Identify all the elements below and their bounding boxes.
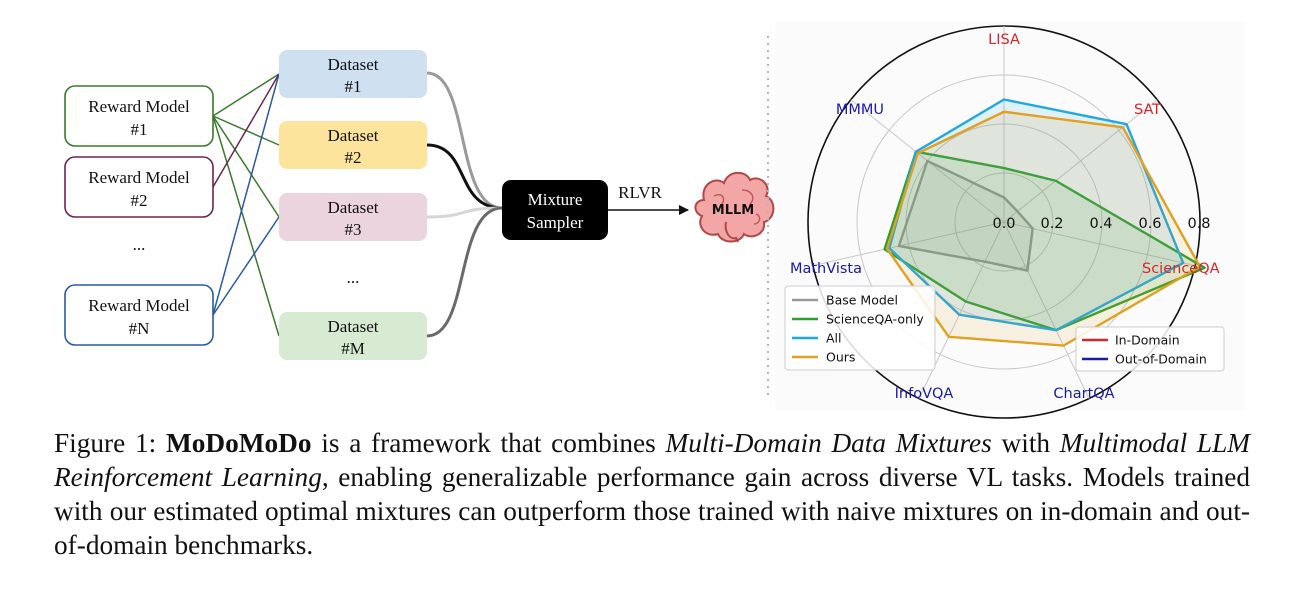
- series-all: [888, 98, 1185, 332]
- connection-line: [212, 73, 280, 188]
- domain-legend-label: Out-of-Domain: [1115, 352, 1207, 367]
- axis-label-sat: SAT: [1134, 102, 1161, 118]
- radial-tick-label: 0.2: [1040, 216, 1063, 232]
- reward-model-n-number: #N: [129, 319, 150, 338]
- reward-model-ellipsis: ...: [133, 235, 146, 254]
- reward-model-2-box: [64, 156, 214, 218]
- series-legend-box: [784, 285, 936, 371]
- dataset-1-number: #1: [345, 77, 362, 96]
- caption-italic-2: Multimodal LLM Reinforcement Learning: [54, 428, 1251, 492]
- dataset-3-label: Dataset: [328, 198, 379, 217]
- figure-caption: Figure 1: MoDoMoDo is a framework that c…: [54, 426, 1250, 562]
- connection-line: [212, 73, 280, 316]
- axis-label-lisa: LISA: [988, 32, 1020, 48]
- dataset-1: Dataset #1: [279, 50, 427, 98]
- reward-dataset-connections: [212, 73, 280, 337]
- radar-chart: 0.0 0.2 0.4 0.6 0.8 LISA SAT ScienceQA ChartQA In…: [784, 25, 1225, 419]
- domain-legend-box: [1075, 326, 1225, 372]
- reward-model-n-box: [64, 284, 214, 346]
- axis-label-mathvista: MathVista: [790, 261, 862, 277]
- legend-label: Ours: [826, 350, 855, 365]
- curve-dataset-m: [426, 206, 503, 338]
- caption-text-3: , enabling generalizable performance gai…: [54, 462, 1250, 560]
- legend-label: All: [826, 331, 842, 346]
- dataset-ellipsis: ...: [347, 268, 360, 287]
- figure: Reward Model #1 Reward Model #2 ... Rewa…: [64, 25, 1225, 419]
- axis-label-mmmu: MMMU: [836, 102, 884, 118]
- dataset-sampler-curves: [426, 71, 503, 338]
- domain-legend-label: In-Domain: [1115, 333, 1180, 348]
- reward-model-2-number: #2: [131, 191, 148, 210]
- caption-framework-name: MoDoMoDo: [165, 428, 312, 458]
- dataset-m-label: Dataset: [328, 317, 379, 336]
- reward-model-2: Reward Model #2: [64, 156, 214, 218]
- curve-dataset-3: [426, 206, 503, 219]
- radar-spoke: [812, 221, 1005, 267]
- reward-model-1: Reward Model #1: [64, 85, 214, 147]
- caption-prefix: Figure 1:: [54, 428, 166, 458]
- reward-model-1-number: #1: [131, 120, 148, 139]
- dataset-1-box: [279, 50, 427, 98]
- connection-line: [212, 73, 280, 117]
- radar-spoke: [1003, 221, 1090, 399]
- mixture-sampler: Mixture Sampler: [502, 180, 608, 240]
- axis-label-infovqa: InfoVQA: [895, 386, 954, 402]
- reward-model-n: Reward Model #N: [64, 284, 214, 346]
- radar-spoke: [1003, 221, 1196, 267]
- reward-model-n-label: Reward Model: [88, 296, 190, 315]
- mllm-label: MLLM: [712, 203, 754, 218]
- radial-tick-label: 0.8: [1187, 216, 1210, 232]
- reward-model-2-label: Reward Model: [88, 168, 190, 187]
- mixture-sampler-box: [502, 180, 608, 240]
- curve-dataset-2: [426, 143, 503, 210]
- axis-label-scienceqa: ScienceQA: [1142, 261, 1220, 277]
- brain-icon: MLLM: [694, 171, 775, 243]
- legend-label: ScienceQA-only: [826, 312, 924, 327]
- dataset-2-box: [279, 121, 427, 169]
- connection-line: [212, 115, 280, 218]
- framework-diagram: Reward Model #1 Reward Model #2 ... Rewa…: [64, 50, 775, 360]
- series-base-model: [897, 159, 1034, 272]
- caption-text-2: with: [991, 428, 1060, 458]
- rlvr-label: RLVR: [618, 183, 662, 202]
- series-ours: [885, 110, 1202, 347]
- mixture-sampler-label-2: Sampler: [527, 213, 584, 232]
- dataset-m-number: #M: [341, 339, 365, 358]
- radial-tick-label: 0.4: [1089, 216, 1112, 232]
- radial-tick-label: 0.6: [1138, 216, 1161, 232]
- reward-model-1-label: Reward Model: [88, 97, 190, 116]
- dataset-3-box: [279, 193, 427, 241]
- dataset-m-box: [279, 312, 427, 360]
- dataset-3: Dataset #3: [279, 193, 427, 241]
- caption-italic-1: Multi-Domain Data Mixtures: [665, 428, 992, 458]
- dataset-m: Dataset #M: [279, 312, 427, 360]
- dataset-2: Dataset #2: [279, 121, 427, 169]
- curve-dataset-1: [426, 71, 503, 210]
- connection-line: [212, 115, 280, 337]
- caption-text-1: is a framework that combines: [311, 428, 666, 458]
- legend-label: Base Model: [826, 293, 898, 308]
- dataset-2-number: #2: [345, 148, 362, 167]
- connection-line: [212, 216, 280, 316]
- radial-tick-label: 0.0: [992, 216, 1015, 232]
- mixture-sampler-label-1: Mixture: [528, 190, 583, 209]
- dataset-1-label: Dataset: [328, 55, 379, 74]
- dataset-3-number: #3: [345, 220, 362, 239]
- radar-spoke: [1003, 99, 1158, 223]
- reward-model-1-box: [64, 85, 214, 147]
- dataset-2-label: Dataset: [328, 126, 379, 145]
- axis-label-chartqa: ChartQA: [1053, 386, 1114, 402]
